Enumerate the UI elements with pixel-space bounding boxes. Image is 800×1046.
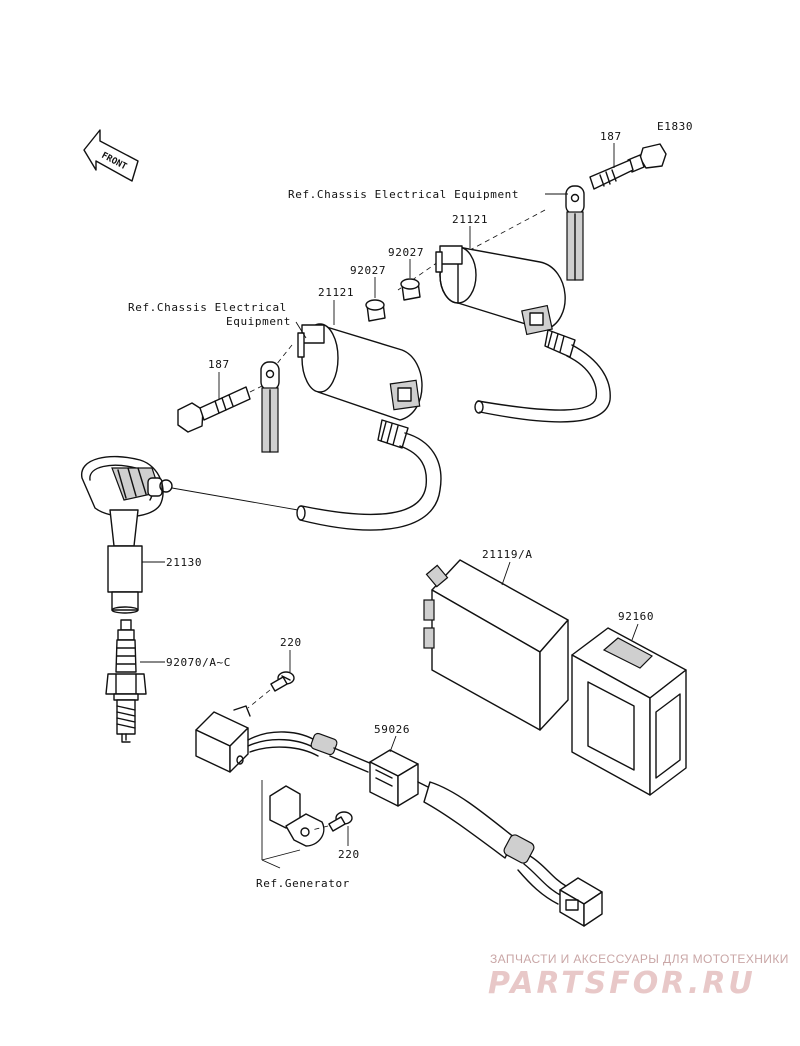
- bolt-left: [177, 386, 251, 433]
- igniter-label: 21119/A: [482, 548, 533, 561]
- igniter-holder: [571, 627, 687, 796]
- ignition-coil-front: [296, 323, 442, 531]
- bolt-top-label: 187: [600, 130, 622, 143]
- plug-cap-label: 21130: [166, 556, 202, 569]
- collar-rear-label: 92027: [388, 246, 424, 259]
- generator-bracket: [269, 785, 325, 847]
- ground-strap-top: [565, 185, 585, 281]
- ref-chassis-top-label: Ref.Chassis Electrical Equipment: [288, 188, 519, 201]
- watermark-text: ЗАПЧАСТИ И АКСЕССУАРЫ ДЛЯ МОТОТЕХНИКИ: [490, 952, 789, 966]
- pickup-coil: [195, 705, 251, 773]
- spark-plug-label: 92070/A~C: [166, 656, 231, 669]
- connector-label: 59026: [374, 723, 410, 736]
- ref-chassis-left-label-line1: Ref.Chassis Electrical: [128, 301, 287, 314]
- watermark-brand: PARTSFOR.RU: [488, 966, 756, 1001]
- ignition-coil-rear: [435, 245, 611, 423]
- coil-front-label: 21121: [318, 286, 354, 299]
- front-direction-arrow: FRONT: [83, 129, 139, 182]
- bolt-left-label: 187: [208, 358, 230, 371]
- ref-chassis-left-label-line2: Equipment: [226, 315, 291, 328]
- spark-plug-cap: [81, 455, 173, 614]
- igniter-holder-label: 92160: [618, 610, 654, 623]
- ground-strap-left: [260, 361, 280, 453]
- spark-plug: [105, 619, 147, 743]
- bolt-top: [589, 143, 667, 190]
- screw-bottom-label: 220: [338, 848, 360, 861]
- collar-front-label: 92027: [350, 264, 386, 277]
- coil-rear-label: 21121: [452, 213, 488, 226]
- screw-top: [270, 671, 295, 692]
- harness-end-connector: [559, 877, 603, 927]
- collar-front: [365, 299, 386, 322]
- screw-top-label: 220: [280, 636, 302, 649]
- wiring-connector: [369, 749, 419, 807]
- igniter-unit: [423, 559, 569, 731]
- screw-bottom: [328, 811, 353, 832]
- harness-cable: [417, 781, 567, 905]
- pickup-wiring: [247, 731, 373, 773]
- collar-rear: [400, 278, 421, 301]
- diagram-code: E1830: [657, 120, 693, 133]
- ref-generator-label: Ref.Generator: [256, 877, 350, 890]
